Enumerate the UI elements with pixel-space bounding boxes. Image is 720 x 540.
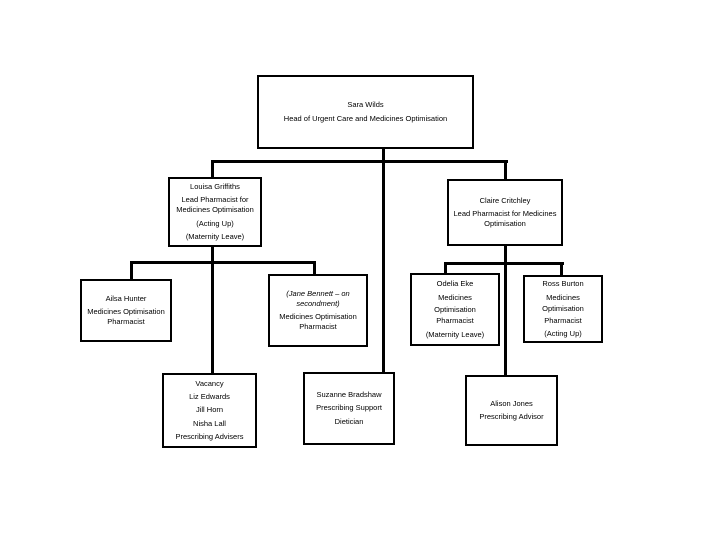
- connector-louisa-down: [211, 247, 214, 374]
- connector-ross-in: [560, 262, 563, 276]
- connector-claire-down: [504, 246, 507, 376]
- org-box-text: Claire Critchley: [479, 195, 531, 205]
- org-box-text: Lead Pharmacist for Medicines Optimisati…: [176, 195, 254, 215]
- org-box-text: Suzanne Bradshaw: [316, 390, 382, 400]
- org-box-text: Louisa Griffiths: [190, 182, 240, 192]
- org-box-text: Liz Edwards: [189, 392, 230, 402]
- connector-claire-in: [504, 160, 507, 180]
- org-box-text: Nisha Lall: [193, 418, 226, 428]
- org-box-text: Alison Jones: [490, 398, 533, 408]
- org-box-text: Sara Wilds: [347, 100, 384, 110]
- org-box-text: (Acting Up): [196, 218, 234, 228]
- org-box-text: (Maternity Leave): [185, 231, 245, 241]
- org-box-text: Head of Urgent Care and Medicines Optimi…: [283, 113, 448, 123]
- connector-ailsa-in: [130, 261, 133, 280]
- connector-odelia-in: [444, 262, 447, 274]
- org-box-text: Dietician: [334, 416, 364, 426]
- org-box-text: Jill Horn: [195, 405, 224, 415]
- org-box-text: Prescribing Advisor: [479, 412, 544, 421]
- org-box-text: Odelia Eke: [436, 279, 474, 289]
- connector-jane-in: [313, 261, 316, 275]
- org-box-text: Medicines Optimisation Pharmacist: [434, 293, 476, 326]
- org-box-text: (Acting Up): [544, 329, 582, 339]
- org-box-text: Vacancy: [195, 379, 224, 389]
- org-box-text: Prescribing Advisers: [175, 431, 244, 441]
- connector-louisa-horizontal: [130, 261, 316, 264]
- connector-louisa-in: [211, 160, 214, 178]
- org-box-text: Medicines Optimisation Pharmacist: [542, 292, 584, 325]
- connector-sara-down: [382, 149, 385, 373]
- org-box-jane-bennett[interactable]: (Jane Bennett – on secondment) Medicines …: [268, 274, 368, 347]
- org-box-text: Medicines Optimisation Pharmacist: [279, 312, 357, 332]
- org-box-text: Ross Burton: [542, 278, 584, 288]
- org-box-text: (Maternity Leave): [425, 329, 485, 339]
- org-box-text: Prescribing Support: [316, 403, 382, 413]
- connector-top-horizontal: [211, 160, 508, 163]
- org-box-text: Medicines Optimisation Pharmacist: [87, 306, 165, 327]
- connector-claire-horizontal: [444, 262, 564, 265]
- org-box-text: Lead Pharmacist for Medicines Optimisati…: [453, 208, 557, 229]
- org-box-text: Ailsa Hunter: [105, 293, 147, 303]
- org-box-text: (Jane Bennett – on secondment): [286, 288, 350, 308]
